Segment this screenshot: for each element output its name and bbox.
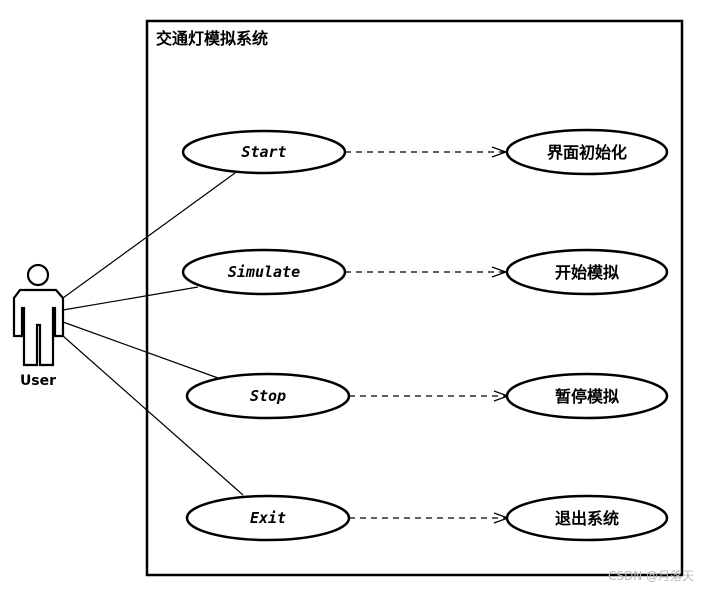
system-title: 交通灯模拟系统 bbox=[156, 29, 268, 48]
actor-label: User bbox=[20, 373, 56, 389]
usecase-simulate-label: Simulate bbox=[228, 263, 300, 281]
system-boundary bbox=[145, 19, 684, 577]
usecase-pause-sim bbox=[505, 372, 669, 420]
usecase-exit-label: Exit bbox=[250, 509, 286, 527]
usecase-stop-label: Stop bbox=[250, 387, 286, 405]
usecase-start-sim bbox=[505, 248, 669, 296]
usecase-init-ui bbox=[505, 128, 669, 176]
usecase-stop bbox=[185, 372, 351, 420]
actor-head bbox=[26, 263, 50, 287]
usecase-simulate bbox=[181, 248, 347, 296]
actor-user: User bbox=[12, 263, 65, 389]
association-exit bbox=[62, 335, 244, 496]
usecase-start-label: Start bbox=[241, 143, 286, 161]
usecase-start-sim-label: 开始模拟 bbox=[555, 263, 619, 282]
association-stop bbox=[62, 321, 219, 379]
association-start bbox=[62, 172, 236, 299]
usecase-exit-system-label: 退出系统 bbox=[555, 509, 619, 528]
association-simulate bbox=[62, 286, 199, 311]
watermark: CSDN @月落天 bbox=[607, 569, 694, 583]
usecase-pause-sim-label: 暂停模拟 bbox=[555, 387, 619, 406]
usecase-exit bbox=[185, 494, 351, 542]
actor-body bbox=[12, 288, 65, 367]
usecase-start bbox=[181, 129, 347, 175]
usecase-init-ui-label: 界面初始化 bbox=[547, 143, 627, 162]
usecase-exit-system bbox=[505, 494, 669, 542]
